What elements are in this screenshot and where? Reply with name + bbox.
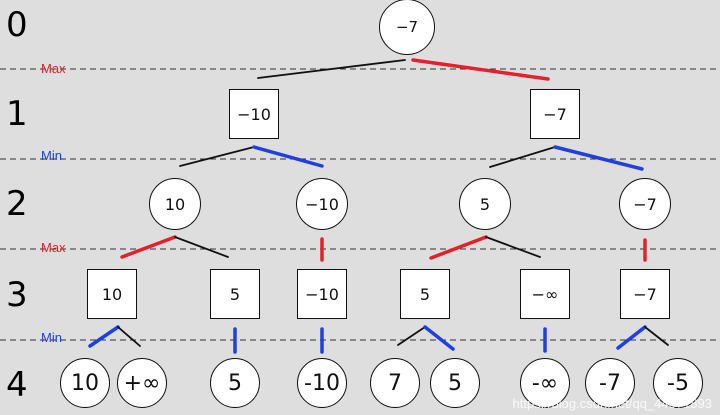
l3-node-min: 5: [210, 269, 260, 319]
l1-node-min: −10: [229, 89, 279, 139]
tree-edge: [174, 236, 229, 258]
tree-edge: [616, 325, 647, 350]
tree-edge: [485, 236, 541, 258]
root-node-max: −7: [379, 0, 435, 55]
tree-edge: [179, 146, 255, 167]
tree-edge: [252, 145, 324, 168]
tree-edge: [489, 146, 556, 168]
l4-node-max: -7: [585, 358, 635, 408]
max-role-label: Max: [41, 61, 66, 76]
l4-node-max: 5: [430, 358, 480, 408]
l3-node-min: −10: [297, 269, 347, 319]
l4-node-max: 7: [370, 358, 420, 408]
level-number: 1: [6, 94, 28, 134]
level-number: 4: [6, 365, 28, 405]
l2-node-max: −7: [619, 178, 671, 230]
l3-node-min: 10: [87, 269, 137, 319]
tree-edge: [429, 235, 488, 260]
level-number: 3: [6, 275, 28, 315]
l1-node-min: −7: [530, 89, 580, 139]
l4-node-max: 10: [60, 358, 110, 408]
l4-node-max: -10: [297, 358, 347, 408]
tree-edge: [553, 145, 644, 171]
tree-edge: [257, 59, 406, 79]
min-role-label: Min: [41, 330, 62, 345]
l4-node-max: -∞: [520, 358, 570, 408]
min-role-label: Min: [41, 148, 62, 163]
l3-node-min: −∞: [520, 269, 570, 319]
l3-node-min: 5: [400, 269, 450, 319]
level-number: 2: [6, 184, 28, 224]
l3-node-min: −7: [620, 269, 670, 319]
watermark: https://blog.csdn.net/qq_44571893: [512, 396, 713, 411]
l2-node-max: 5: [459, 178, 511, 230]
l4-node-max: -5: [653, 358, 703, 408]
l4-node-max: 5: [210, 358, 260, 408]
tree-edge: [397, 326, 426, 346]
level-number: 0: [6, 5, 28, 45]
tree-edge: [644, 326, 669, 346]
tree-edge: [423, 325, 455, 351]
max-role-label: Max: [41, 240, 66, 255]
l2-node-max: 10: [149, 178, 201, 230]
tree-edge: [88, 325, 120, 348]
tree-edge: [411, 58, 550, 81]
tree-edge: [117, 326, 141, 347]
l2-node-max: −10: [296, 178, 348, 230]
l4-node-max: +∞: [117, 358, 167, 408]
tree-edge: [120, 235, 177, 259]
